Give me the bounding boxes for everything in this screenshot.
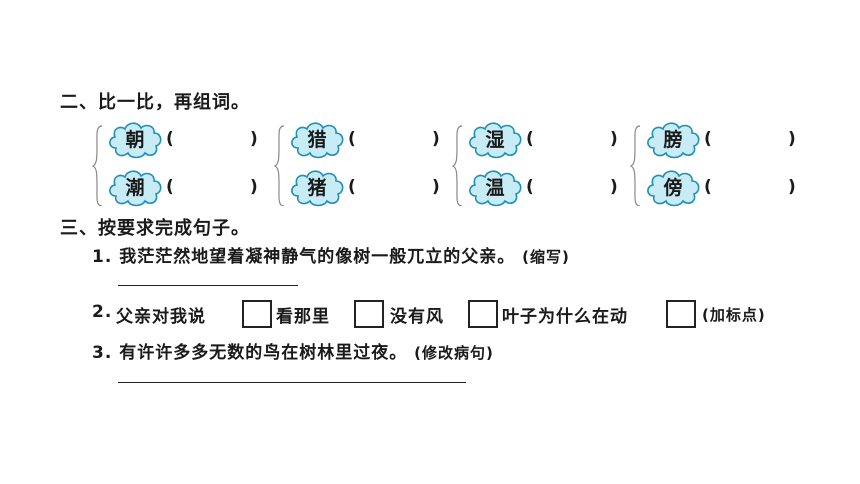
cloud-char-bottom: 猪 bbox=[288, 168, 346, 208]
cloud-char-bottom: 温 bbox=[466, 168, 524, 208]
question-2-seg2: 看那里 bbox=[276, 307, 330, 327]
character-bottom: 温 bbox=[485, 177, 505, 199]
cloud-icon bbox=[109, 170, 162, 207]
question-3-text: 3. 有许许多多无数的鸟在树林里过夜。 bbox=[92, 343, 408, 363]
answer-line-3[interactable] bbox=[118, 382, 466, 383]
word-blank-top[interactable] bbox=[360, 126, 424, 152]
word-blank-bottom[interactable] bbox=[360, 174, 424, 200]
word-blank-bottom[interactable] bbox=[178, 174, 242, 200]
character-top: 膀 bbox=[663, 129, 683, 151]
cloud-icon bbox=[469, 170, 522, 207]
word-blank-top[interactable] bbox=[716, 126, 780, 152]
question-2: 2. 父亲对我说 看那里 没有风 叶子为什么在动 (加标点) bbox=[92, 300, 832, 332]
cloud-icon bbox=[291, 122, 344, 159]
character-pair-4: 膀 () 傍 () bbox=[630, 118, 830, 218]
character-pair-1: 朝 () 潮 () bbox=[92, 118, 292, 218]
brace-icon bbox=[92, 125, 102, 206]
paren-open: ( bbox=[704, 129, 712, 149]
character-pair-3: 湿 () 温 () bbox=[452, 118, 652, 218]
paren-close: ) bbox=[610, 177, 618, 197]
punctuation-box-4[interactable] bbox=[666, 300, 696, 328]
cloud-char-top: 朝 bbox=[106, 120, 164, 160]
word-blank-bottom[interactable] bbox=[716, 174, 780, 200]
paren-close: ) bbox=[788, 129, 796, 149]
paren-close: ) bbox=[788, 177, 796, 197]
cloud-char-bottom: 傍 bbox=[644, 168, 702, 208]
question-1-note: (缩写) bbox=[522, 248, 570, 266]
question-2-seg1: 父亲对我说 bbox=[116, 307, 206, 327]
word-blank-top[interactable] bbox=[178, 126, 242, 152]
word-blank-bottom[interactable] bbox=[538, 174, 602, 200]
character-bottom: 猪 bbox=[307, 177, 327, 199]
character-bottom: 傍 bbox=[663, 177, 683, 199]
question-1: 1. 我茫茫然地望着凝神静气的像树一般兀立的父亲。 (缩写) bbox=[92, 242, 570, 267]
section2-title: 二、比一比，再组词。 bbox=[60, 92, 250, 113]
paren-close: ) bbox=[432, 129, 440, 149]
paren-close: ) bbox=[250, 129, 258, 149]
character-top: 湿 bbox=[485, 129, 505, 151]
paren-open: ( bbox=[526, 177, 534, 197]
brace-icon bbox=[452, 125, 462, 206]
cloud-icon bbox=[647, 170, 700, 207]
character-bottom: 潮 bbox=[125, 177, 145, 199]
cloud-icon bbox=[109, 122, 162, 159]
punctuation-box-2[interactable] bbox=[354, 300, 384, 328]
answer-line-1[interactable] bbox=[118, 285, 298, 286]
cloud-char-top: 猎 bbox=[288, 120, 346, 160]
brace-icon bbox=[274, 125, 284, 206]
cloud-char-top: 湿 bbox=[466, 120, 524, 160]
paren-close: ) bbox=[432, 177, 440, 197]
paren-open: ( bbox=[526, 129, 534, 149]
question-3-note: (修改病句) bbox=[414, 344, 494, 362]
question-2-note: (加标点) bbox=[702, 306, 766, 324]
paren-open: ( bbox=[166, 129, 174, 149]
paren-open: ( bbox=[348, 177, 356, 197]
character-top: 猎 bbox=[307, 129, 327, 151]
word-blank-top[interactable] bbox=[538, 126, 602, 152]
punctuation-box-1[interactable] bbox=[242, 300, 272, 328]
cloud-icon bbox=[469, 122, 522, 159]
question-3: 3. 有许许多多无数的鸟在树林里过夜。 (修改病句) bbox=[92, 338, 494, 363]
paren-open: ( bbox=[704, 177, 712, 197]
cloud-char-bottom: 潮 bbox=[106, 168, 164, 208]
paren-close: ) bbox=[610, 129, 618, 149]
cloud-char-top: 膀 bbox=[644, 120, 702, 160]
question-2-number: 2. bbox=[92, 302, 113, 322]
paren-open: ( bbox=[166, 177, 174, 197]
question-1-text: 1. 我茫茫然地望着凝神静气的像树一般兀立的父亲。 bbox=[92, 247, 516, 267]
paren-open: ( bbox=[348, 129, 356, 149]
question-2-seg4: 叶子为什么在动 bbox=[502, 307, 628, 327]
cloud-icon bbox=[291, 170, 344, 207]
cloud-icon bbox=[647, 122, 700, 159]
paren-close: ) bbox=[250, 177, 258, 197]
question-2-seg3: 没有风 bbox=[390, 307, 444, 327]
brace-icon bbox=[630, 125, 640, 206]
section3-title: 三、按要求完成句子。 bbox=[60, 218, 250, 239]
character-top: 朝 bbox=[125, 129, 145, 151]
punctuation-box-3[interactable] bbox=[468, 300, 498, 328]
character-pair-2: 猎 () 猪 () bbox=[274, 118, 474, 218]
